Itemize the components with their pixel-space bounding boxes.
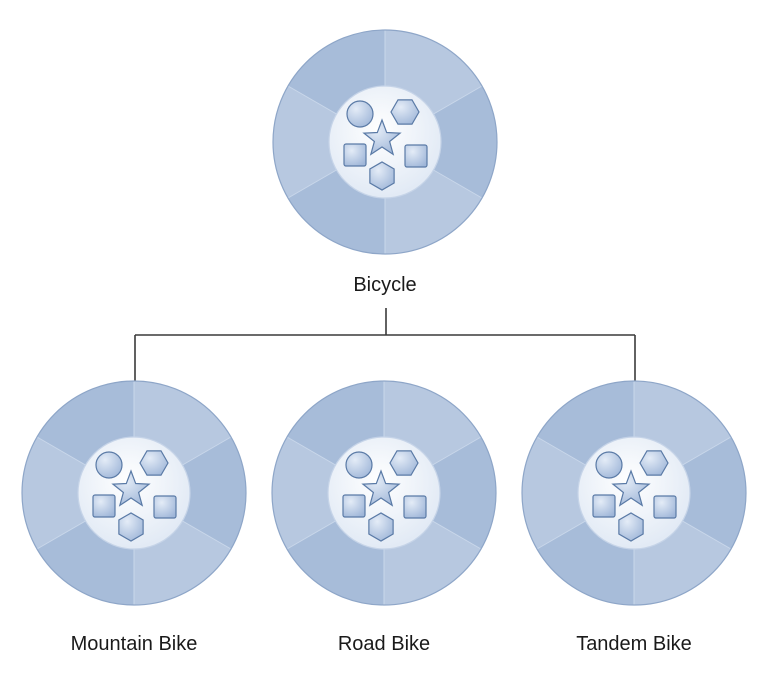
label-road-bike: Road Bike [338,633,430,655]
wheel-rim [272,29,498,255]
object-icon-road-bike [271,380,497,606]
square-shape-icon [404,144,428,168]
circle-shape-icon [346,100,374,128]
hexagon-shape-icon [390,99,420,125]
label-bicycle: Bicycle [353,274,416,296]
square-shape-icon [92,494,116,518]
star-shape-icon [611,469,651,507]
hexagon-shape-icon [639,450,669,476]
object-icon-tandem-bike [521,380,747,606]
square-shape-icon [403,495,427,519]
hexagon-shape-icon [118,512,144,542]
hexagon-shape-icon [389,450,419,476]
square-shape-icon [343,143,367,167]
square-shape-icon [342,494,366,518]
wheel-rim [21,380,247,606]
hexagon-shape-icon [139,450,169,476]
square-shape-icon [653,495,677,519]
circle-shape-icon [95,451,123,479]
label-tandem-bike: Tandem Bike [576,633,692,655]
star-shape-icon [111,469,151,507]
square-shape-icon [592,494,616,518]
hexagon-shape-icon [618,512,644,542]
wheel-rim [521,380,747,606]
circle-shape-icon [595,451,623,479]
hexagon-shape-icon [368,512,394,542]
object-icon-bicycle [272,29,498,255]
circle-shape-icon [345,451,373,479]
star-shape-icon [362,118,402,156]
star-shape-icon [361,469,401,507]
connector-lines [134,308,636,382]
hexagon-shape-icon [369,161,395,191]
square-shape-icon [153,495,177,519]
object-icon-mountain-bike [21,380,247,606]
label-mountain-bike: Mountain Bike [71,633,198,655]
wheel-rim [271,380,497,606]
